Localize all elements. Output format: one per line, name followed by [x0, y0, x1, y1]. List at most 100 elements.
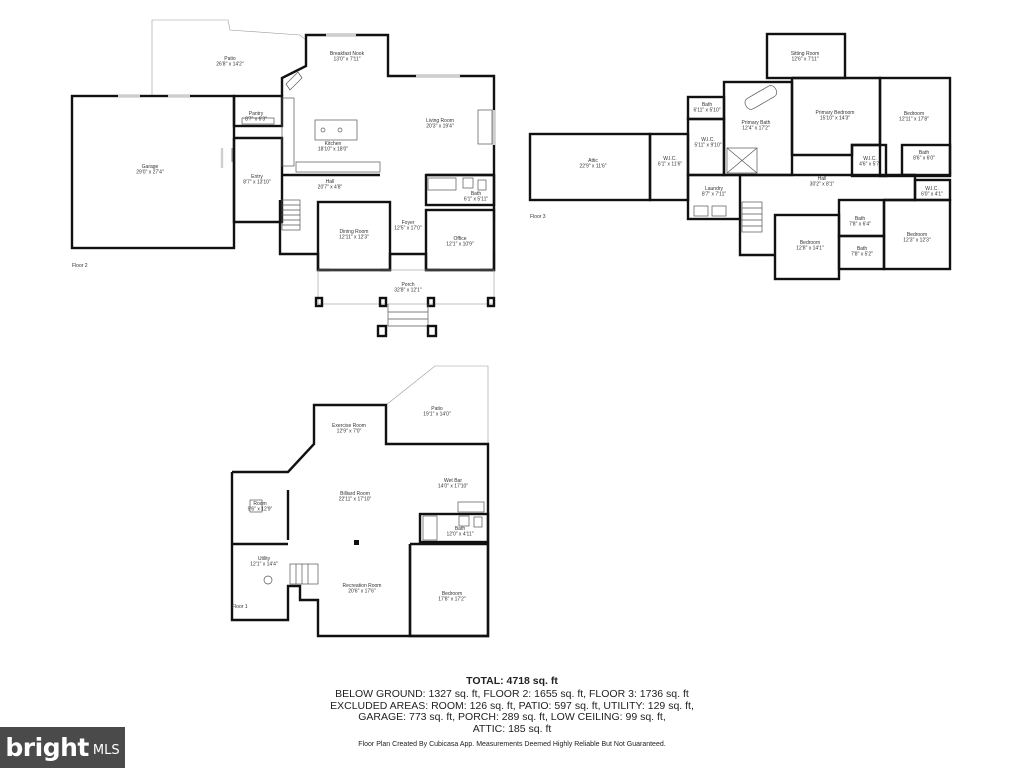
- room-name: Bedroom: [907, 232, 927, 238]
- lower-patio-outline: [385, 365, 489, 444]
- room-dims: 20'3" x 19'4": [426, 124, 454, 130]
- summary-line: BELOW GROUND: 1327 sq. ft, FLOOR 2: 1655…: [335, 688, 689, 700]
- room-dims: 7'8" x 5'2": [851, 252, 873, 258]
- svg-text:W.I.C.6'1" x 11'6": W.I.C.6'1" x 11'6": [658, 156, 682, 168]
- room-name: Hall: [818, 176, 827, 182]
- patio-outline: [151, 19, 307, 96]
- room-name: Office: [454, 236, 467, 242]
- floor-label: Floor 3: [530, 214, 546, 220]
- logo-brand: bright: [5, 733, 89, 762]
- room-dims: 12'1" x 10'9": [446, 242, 474, 248]
- room-name: Living Room: [426, 118, 454, 124]
- room-name: Hall: [326, 179, 335, 185]
- svg-text:W.I.C.5'11" x 9'10": W.I.C.5'11" x 9'10": [694, 137, 721, 149]
- room-dims: 22'9" x 11'6": [579, 164, 606, 170]
- room-dims: 12'5" x 17'0": [394, 226, 422, 232]
- room-dims: 12'9" x 7'0": [337, 429, 362, 435]
- floor2-bath-walls: [424, 173, 496, 207]
- room-name: Billiard Room: [340, 491, 370, 497]
- room-name: W.I.C.: [663, 156, 677, 162]
- svg-text:W.I.C.6'0" x 4'1": W.I.C.6'0" x 4'1": [921, 186, 943, 198]
- room-dims: 19'1" x 14'0": [423, 412, 451, 418]
- room-name: Primary Bath: [742, 120, 771, 126]
- room-name: Dining Room: [340, 229, 369, 235]
- room-name: Recreation Room: [343, 583, 382, 589]
- shower: [726, 147, 758, 174]
- room-dims: 5'11" x 9'10": [694, 143, 721, 149]
- room-dims: 4'6" x 5'7": [859, 162, 881, 168]
- room-dims: 8'6" x 6'0": [913, 156, 935, 162]
- room-name: Bath: [455, 526, 466, 532]
- room-dims: 20'6" x 17'6": [348, 589, 376, 595]
- total-area: TOTAL: 4718 sq. ft: [466, 675, 558, 687]
- room-name: Patio: [224, 56, 236, 62]
- room-dims: 6'0" x 4'1": [921, 192, 943, 198]
- room-dims: 12'11" x 12'3": [339, 235, 369, 241]
- bedroom-4-walls: [882, 198, 952, 271]
- room-name: Utility: [258, 556, 271, 562]
- room-name: Kitchen: [325, 141, 342, 147]
- lower-bath-walls: [418, 512, 490, 544]
- room-name: Porch: [401, 282, 414, 288]
- room-name: Entry: [251, 174, 263, 180]
- room-name: Bedroom: [442, 591, 462, 597]
- summary-line: GARAGE: 773 sq. ft, PORCH: 289 sq. ft, L…: [358, 711, 666, 723]
- room-name: Wet Bar: [444, 478, 462, 484]
- room-dims: 7'8" x 6'4": [849, 222, 871, 228]
- room-dims: 30'2" x 8'1": [810, 182, 835, 188]
- billiard-table-marker: [354, 540, 359, 545]
- bright-mls-logo: bright MLS: [0, 727, 125, 768]
- room-dims: 26'8" x 14'2": [216, 62, 244, 68]
- fireplace: [477, 109, 493, 145]
- summary-line: EXCLUDED AREAS: ROOM: 126 sq. ft, PATIO:…: [330, 699, 694, 712]
- room-name: W.I.C.: [863, 156, 877, 162]
- room-dims: 12'8" x 14'1": [796, 246, 824, 252]
- room-name: Bath: [857, 246, 868, 252]
- room-dims: 22'11" x 17'10": [339, 497, 372, 503]
- room-name: Room: [253, 501, 266, 507]
- room-dims: 20'7" x 4'8": [318, 185, 343, 191]
- room-dims: 18'10" x 18'0": [318, 147, 348, 153]
- room-name: Bedroom: [904, 111, 924, 117]
- room-dims: 12'0" x 4'11": [446, 532, 473, 538]
- room-name: Sitting Room: [791, 51, 820, 57]
- room-dims: 6'1" x 5'11": [464, 197, 488, 203]
- room-dims: 12'6" x 7'11": [791, 57, 818, 63]
- logo-suffix: MLS: [92, 743, 120, 758]
- room-dims: 8'7" x 13'10": [243, 180, 271, 186]
- room-dims: 8'7" x 7'11": [702, 192, 726, 198]
- upper-hall-walls: [740, 173, 917, 202]
- room-name: Bedroom: [800, 240, 820, 246]
- room-dims: 14'0" x 17'10": [438, 484, 468, 490]
- room-name: Pantry: [249, 111, 264, 117]
- room-name: Laundry: [705, 186, 724, 192]
- room-name: Garage: [142, 164, 159, 170]
- room-name: W.I.C.: [925, 186, 939, 192]
- porch-outline: [317, 269, 495, 305]
- room-dims: 32'8" x 12'1": [394, 288, 422, 294]
- room-dims: 12'11" x 17'8": [899, 117, 929, 123]
- room-name: Patio: [431, 406, 443, 412]
